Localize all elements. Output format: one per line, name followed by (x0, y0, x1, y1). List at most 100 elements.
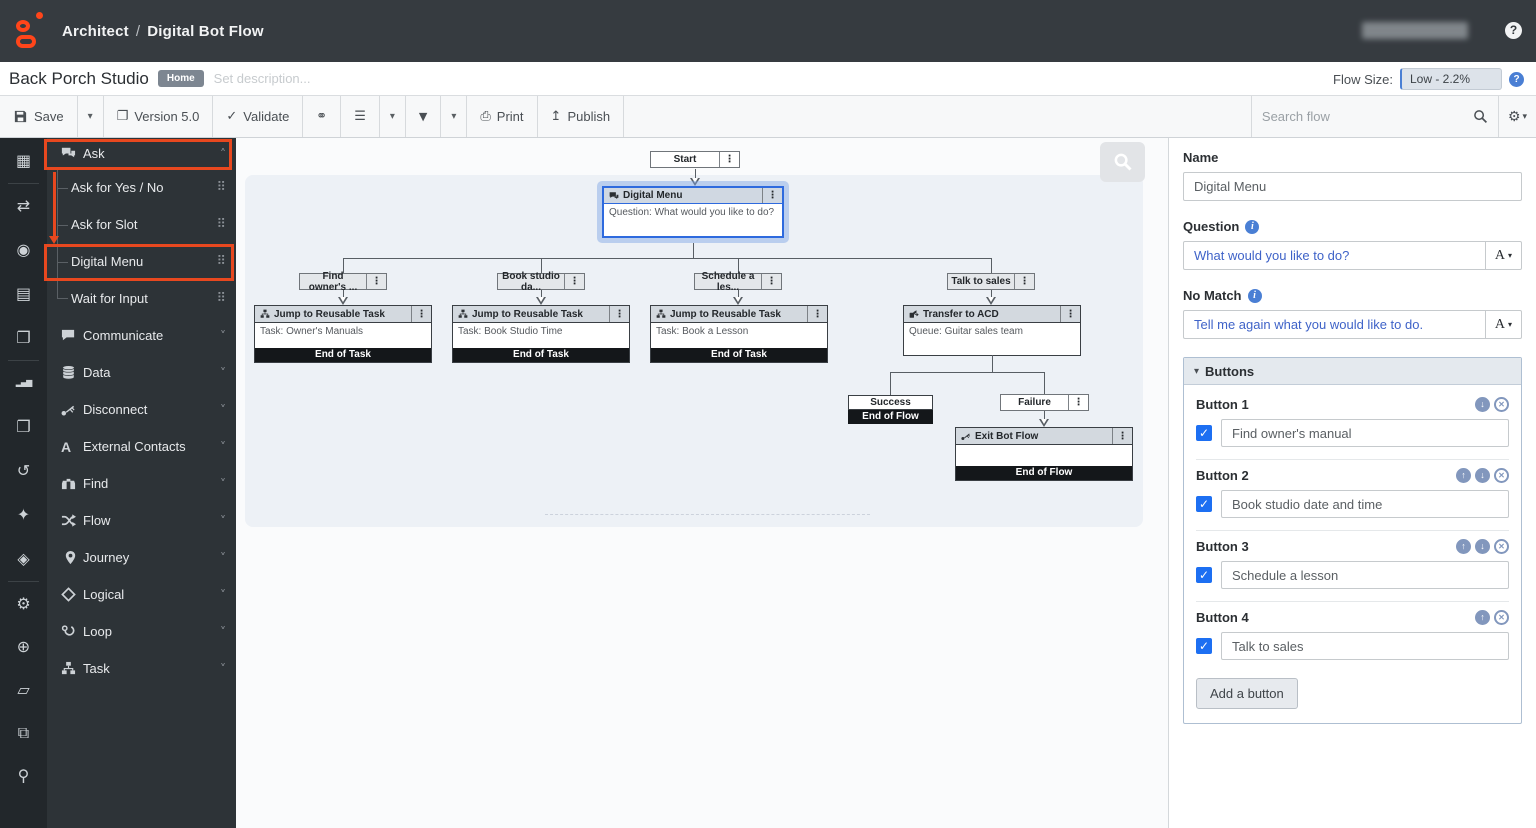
ticket-icon[interactable]: ▱ (17, 680, 30, 699)
palette-item-wait-for-input[interactable]: Wait for Input ⠿ (47, 280, 236, 317)
category-external-contacts[interactable]: A External Contacts ˅ (47, 428, 236, 465)
kebab-menu-icon[interactable]: ⋮ (1068, 395, 1088, 410)
kebab-menu-icon[interactable]: ⋮ (761, 274, 781, 289)
help-icon[interactable]: ? (1505, 22, 1522, 39)
publish-button[interactable]: ↥ Publish (538, 96, 625, 137)
remove-icon[interactable]: ✕ (1494, 397, 1509, 412)
name-input[interactable] (1183, 172, 1522, 201)
add-button[interactable]: Add a button (1196, 678, 1298, 709)
no-match-expression-mode-button[interactable]: A ▾ (1486, 310, 1522, 339)
move-up-icon[interactable]: ↑ (1456, 539, 1471, 554)
button-2-input[interactable] (1221, 490, 1509, 518)
settings-dropdown-button[interactable]: ⚙ ▾ (1497, 96, 1536, 137)
category-find[interactable]: Find ˅ (47, 465, 236, 502)
kebab-menu-icon[interactable]: ⋮ (1060, 306, 1080, 322)
jump-node-owners-manuals[interactable]: Jump to Reusable Task ⋮ Task: Owner's Ma… (254, 305, 432, 363)
remove-icon[interactable]: ✕ (1494, 539, 1509, 554)
move-down-icon[interactable]: ↓ (1475, 539, 1490, 554)
button-3-checkbox[interactable]: ✓ (1196, 567, 1212, 583)
save-button[interactable]: Save (0, 96, 78, 137)
start-node[interactable]: Start ⋮ (650, 151, 740, 168)
move-down-icon[interactable]: ↓ (1475, 397, 1490, 412)
link-button[interactable]: ⚭ (303, 96, 342, 137)
drag-handle-icon[interactable]: ⠿ (216, 217, 225, 232)
bar-chart-icon[interactable]: ▂▄▆ (15, 378, 32, 387)
no-match-input[interactable]: Tell me again what you would like to do. (1183, 310, 1486, 339)
drag-handle-icon[interactable]: ⠿ (216, 254, 225, 269)
palette-item-ask-yes-no[interactable]: Ask for Yes / No ⠿ (47, 169, 236, 206)
digital-menu-node[interactable]: Digital Menu ⋮ Question: What would you … (602, 186, 784, 238)
branch-label-book-studio[interactable]: Book studio da... ⋮ (497, 271, 585, 293)
failure-outcome-node[interactable]: Failure ⋮ (1000, 394, 1089, 411)
info-icon[interactable]: i (1245, 219, 1260, 234)
validate-button[interactable]: ✓ Validate (213, 96, 304, 137)
success-outcome-node[interactable]: Success End of Flow (848, 395, 933, 424)
kebab-menu-icon[interactable]: ⋮ (762, 188, 782, 203)
version-button[interactable]: ❐ Version 5.0 (104, 96, 214, 137)
category-ask[interactable]: Ask ˄ (47, 138, 236, 169)
button-1-input[interactable] (1221, 419, 1509, 447)
palette-item-ask-slot[interactable]: Ask for Slot ⠿ (47, 206, 236, 243)
kebab-menu-icon[interactable]: ⋮ (1014, 274, 1034, 289)
category-data[interactable]: Data ˅ (47, 354, 236, 391)
jump-node-book-a-lesson[interactable]: Jump to Reusable Task ⋮ Task: Book a Les… (650, 305, 828, 363)
flow-size-help-icon[interactable]: ? (1509, 71, 1524, 87)
filter-button[interactable]: ▼ (406, 96, 442, 137)
microphone-icon[interactable]: ⚲ (17, 766, 30, 785)
notes-icon[interactable]: ❐ (16, 328, 31, 347)
directions-icon[interactable]: ⇄ (16, 196, 31, 215)
palette-item-digital-menu[interactable]: Digital Menu ⠿ (47, 243, 236, 280)
outline-dropdown-button[interactable]: ▾ (380, 96, 406, 137)
user-name-redacted[interactable] (1362, 22, 1468, 39)
question-input[interactable]: What would you like to do? (1183, 241, 1486, 270)
globe-icon[interactable]: ⊕ (16, 637, 31, 656)
category-flow[interactable]: Flow ˅ (47, 502, 236, 539)
chat-translate-icon[interactable]: ⧉ (17, 723, 30, 742)
button-3-input[interactable] (1221, 561, 1509, 589)
branch-label-talk-to-sales[interactable]: Talk to sales ⋮ (947, 273, 1035, 290)
category-journey[interactable]: Journey ˅ (47, 539, 236, 576)
button-4-checkbox[interactable]: ✓ (1196, 638, 1212, 654)
category-communicate[interactable]: Communicate ˅ (47, 317, 236, 354)
move-down-icon[interactable]: ↓ (1475, 468, 1490, 483)
copy-icon[interactable]: ❐ (16, 417, 31, 436)
kebab-menu-icon[interactable]: ⋮ (564, 274, 584, 289)
history-icon[interactable]: ↺ (16, 461, 31, 480)
kebab-menu-icon[interactable]: ⋮ (1112, 428, 1132, 444)
remove-icon[interactable]: ✕ (1494, 468, 1509, 483)
kebab-menu-icon[interactable]: ⋮ (411, 306, 431, 322)
exit-bot-flow-node[interactable]: Exit Bot Flow ⋮ End of Flow (955, 427, 1133, 481)
kebab-menu-icon[interactable]: ⋮ (719, 152, 739, 167)
category-task[interactable]: Task ˅ (47, 650, 236, 687)
button-1-checkbox[interactable]: ✓ (1196, 425, 1212, 441)
buttons-section-header[interactable]: ▾ Buttons (1184, 358, 1521, 385)
jump-node-book-studio-time[interactable]: Jump to Reusable Task ⋮ Task: Book Studi… (452, 305, 630, 363)
category-logical[interactable]: Logical ˅ (47, 576, 236, 613)
gem-icon[interactable]: ◈ (17, 549, 30, 568)
document-icon[interactable]: ▤ (15, 284, 32, 303)
category-loop[interactable]: Loop ˅ (47, 613, 236, 650)
drag-handle-icon[interactable]: ⠿ (216, 180, 225, 195)
toolbox-icon[interactable]: ▦ (15, 151, 32, 170)
button-4-input[interactable] (1221, 632, 1509, 660)
print-button[interactable]: ⎙ Print (467, 96, 538, 137)
remove-icon[interactable]: ✕ (1494, 610, 1509, 625)
set-description-placeholder[interactable]: Set description... (213, 71, 311, 86)
move-up-icon[interactable]: ↑ (1475, 610, 1490, 625)
kebab-menu-icon[interactable]: ⋮ (807, 306, 827, 322)
target-icon[interactable]: ◉ (16, 240, 31, 259)
search-icon[interactable] (1473, 109, 1488, 124)
flow-canvas[interactable]: Start ⋮ Digital Menu ⋮ Question: What wo… (236, 138, 1168, 828)
question-expression-mode-button[interactable]: A ▾ (1486, 241, 1522, 270)
save-dropdown-button[interactable]: ▾ (78, 96, 104, 137)
gears-icon[interactable]: ⚙ (16, 594, 31, 613)
canvas-zoom-button[interactable] (1100, 142, 1145, 182)
info-icon[interactable]: i (1247, 288, 1262, 303)
search-flow-input[interactable] (1261, 109, 1473, 124)
branch-label-schedule-lesson[interactable]: Schedule a les... ⋮ (694, 271, 782, 293)
move-up-icon[interactable]: ↑ (1456, 468, 1471, 483)
transfer-to-acd-node[interactable]: Transfer to ACD ⋮ Queue: Guitar sales te… (903, 305, 1081, 356)
category-disconnect[interactable]: Disconnect ˅ (47, 391, 236, 428)
branch-label-find-owners[interactable]: Find owner's ... ⋮ (299, 271, 387, 293)
outline-view-button[interactable]: ☰ (341, 96, 380, 137)
